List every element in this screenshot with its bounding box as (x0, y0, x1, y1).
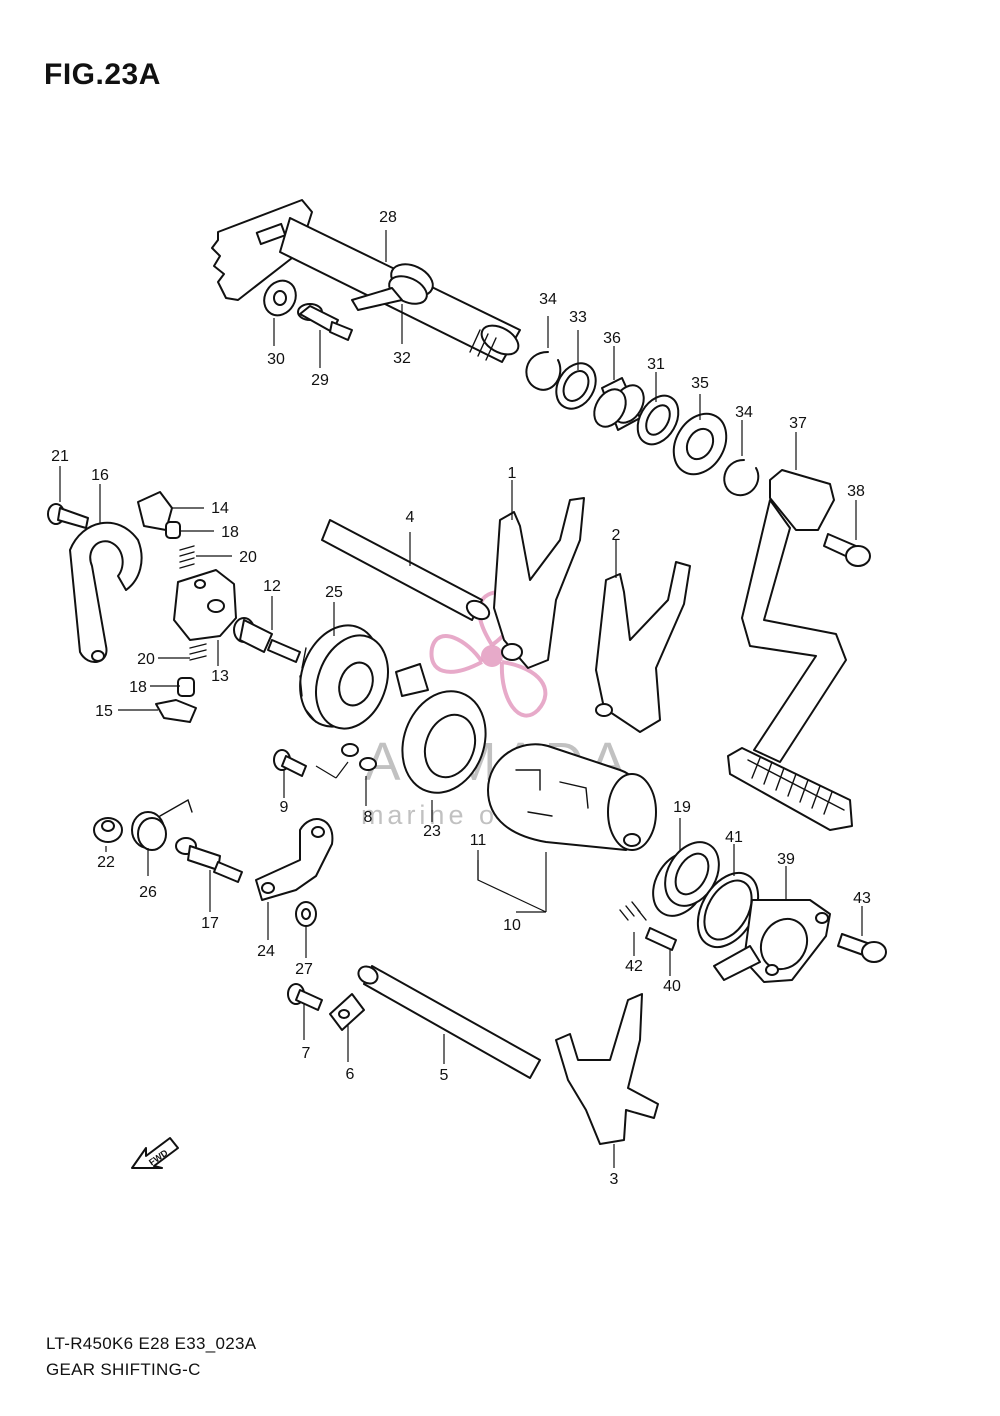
callout-31: 31 (647, 356, 665, 373)
callout-15: 15 (95, 703, 113, 720)
part-8-pin (341, 743, 377, 771)
callout-41: 41 (725, 829, 743, 846)
part-21-screw (47, 503, 89, 529)
diagram-code: LT-R450K6 E28 E33_023A (46, 1334, 257, 1353)
part-12-bolt (233, 617, 301, 663)
part-34-circlip-lower (723, 459, 760, 497)
part-6-plate (329, 993, 365, 1031)
part-9-screw (273, 749, 307, 777)
callout-23: 23 (423, 823, 441, 840)
callout-43: 43 (853, 890, 871, 907)
callout-5: 5 (440, 1067, 449, 1084)
callout-numbers: 28 34 33 36 31 35 34 37 38 30 29 32 21 1… (51, 209, 871, 1188)
callout-11: 11 (470, 832, 487, 849)
part-32-return-spring (351, 263, 434, 311)
part-25-shift-cam-gear (299, 624, 389, 730)
callout-34-lower: 34 (735, 404, 753, 421)
callout-1: 1 (508, 465, 517, 482)
part-2-shift-fork (595, 561, 691, 733)
callout-33: 33 (569, 309, 587, 326)
fwd-direction-arrow-icon: FWD (131, 1137, 179, 1169)
callout-30: 30 (267, 351, 285, 368)
callout-40: 40 (663, 978, 681, 995)
part-7-screw (287, 983, 323, 1011)
part-36-needle-bearing (593, 377, 645, 431)
callout-34-upper: 34 (539, 291, 557, 308)
callout-3: 3 (610, 1171, 619, 1188)
callout-28: 28 (379, 209, 397, 226)
callout-29: 29 (311, 372, 329, 389)
part-33-washer (555, 362, 597, 410)
part-27-washer (295, 901, 317, 927)
callout-39: 39 (777, 851, 795, 868)
callout-19: 19 (673, 799, 691, 816)
part-38-lever-bolt (823, 533, 871, 567)
part-20-spring-upper (179, 545, 195, 569)
callout-4: 4 (406, 509, 415, 526)
callout-24: 24 (257, 943, 275, 960)
part-37-gearshift-lever (727, 469, 853, 831)
callout-38: 38 (847, 483, 865, 500)
part-34-circlip-upper (525, 351, 562, 391)
part-29-pin (297, 303, 353, 341)
part-13-cam-stopper-plate (173, 569, 237, 641)
callout-27: 27 (295, 961, 313, 978)
part-3-shift-fork (555, 993, 659, 1145)
part-26-spring (131, 798, 193, 851)
callout-35: 35 (691, 375, 709, 392)
callout-42: 42 (625, 958, 643, 975)
part-20-spring-lower (189, 643, 207, 661)
callout-20-lower: 20 (137, 651, 155, 668)
part-30-washer (263, 279, 297, 317)
part-42-spring (619, 901, 647, 921)
section-title: GEAR SHIFTING-C (46, 1360, 201, 1379)
part-39-gear-position-switch (713, 899, 831, 983)
callout-17: 17 (201, 915, 219, 932)
callout-13: 13 (211, 668, 229, 685)
part-17-shouldered-bolt (175, 837, 243, 883)
part-41-o-ring (696, 872, 760, 948)
part-14-cam-stopper-pad (137, 491, 173, 531)
part-15-cam-stopper-pawl (155, 699, 197, 723)
callout-12: 12 (263, 578, 281, 595)
part-43-bolt (837, 933, 887, 963)
part-23-bearing (395, 663, 487, 794)
callout-37: 37 (789, 415, 807, 432)
callout-8: 8 (364, 809, 373, 826)
callout-18-upper: 18 (221, 524, 239, 541)
part-28-gearshift-shaft (211, 199, 521, 363)
part-24-stopper-plate (255, 818, 334, 901)
callout-22: 22 (97, 854, 115, 871)
callout-10: 10 (503, 917, 521, 934)
callout-36: 36 (603, 330, 621, 347)
part-31-oil-seal (636, 394, 680, 446)
part-4-fork-shaft (321, 519, 491, 621)
callout-2: 2 (612, 527, 621, 544)
part-22-nut (93, 817, 123, 843)
part-18-pin-lower (177, 677, 195, 697)
callout-25: 25 (325, 584, 343, 601)
callout-16: 16 (91, 467, 109, 484)
part-5-fork-shaft (357, 965, 541, 1079)
part-16-stopper-plate (69, 521, 143, 663)
callout-6: 6 (346, 1066, 355, 1083)
callout-32: 32 (393, 350, 411, 367)
figure-title: FIG.23A (44, 58, 161, 91)
callout-leader-lines (59, 230, 863, 1168)
part-11-gearshift-cam (487, 743, 657, 851)
part-35-washer (672, 412, 728, 476)
callout-7: 7 (302, 1045, 311, 1062)
callout-14: 14 (211, 500, 229, 517)
part-18-pin-upper (165, 521, 181, 539)
part-19-bearing (652, 841, 720, 917)
callout-9: 9 (280, 799, 289, 816)
part-1-shift-fork (493, 497, 585, 669)
callout-21: 21 (51, 448, 69, 465)
callout-18-lower: 18 (129, 679, 147, 696)
part-40-switch-contact-pin (645, 927, 677, 951)
callout-20-upper: 20 (239, 549, 257, 566)
callout-26: 26 (139, 884, 157, 901)
